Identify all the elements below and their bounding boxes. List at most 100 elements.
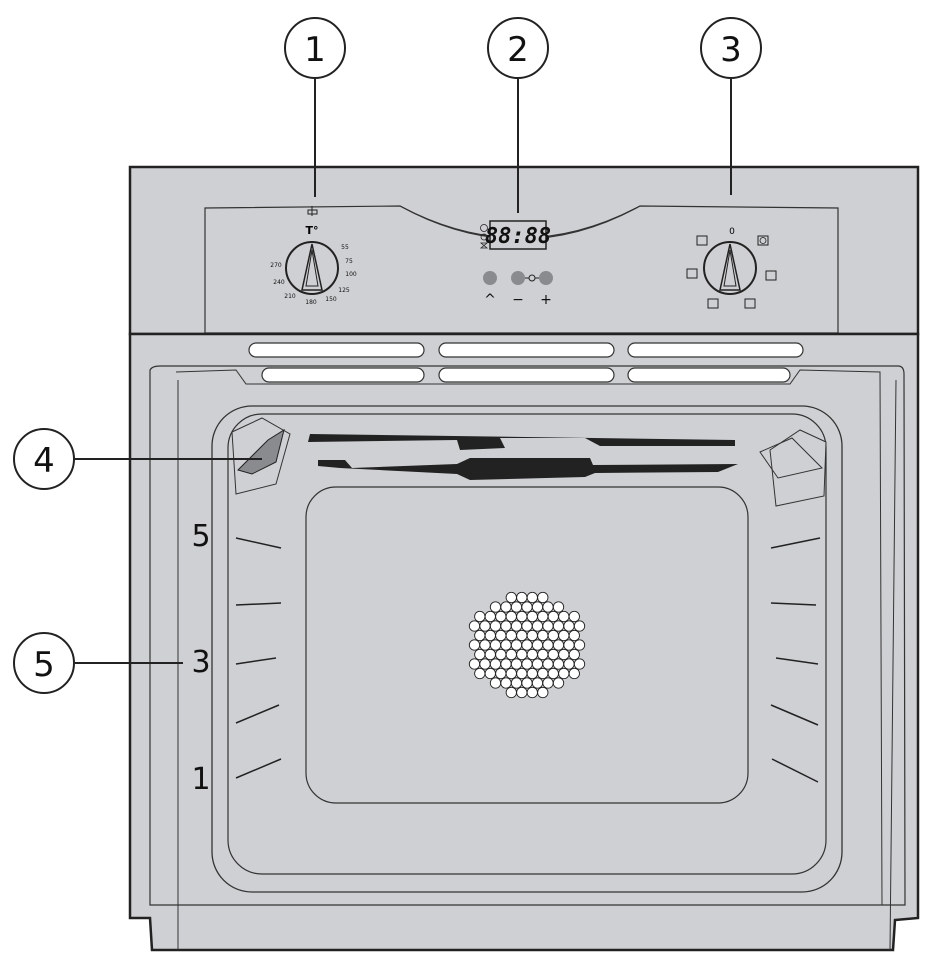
temperature-knob-label: T° [305, 224, 318, 237]
fan-hole [484, 667, 496, 680]
fan-hole [484, 629, 496, 642]
fan-grille [468, 591, 586, 699]
fan-hole [568, 610, 580, 623]
fan-hole [516, 686, 528, 699]
callout-1: 1 [304, 30, 326, 70]
fan-hole [500, 601, 512, 613]
fan-hole [537, 610, 549, 623]
fan-hole [505, 610, 517, 623]
fan-hole [516, 591, 528, 604]
callout-4: 4 [33, 441, 55, 481]
fan-hole [489, 620, 502, 632]
fan-hole [484, 648, 496, 661]
temperature-scale-label: 210 [284, 293, 296, 300]
fan-hole [526, 648, 538, 661]
fan-hole [505, 629, 517, 642]
fan-hole [521, 677, 533, 689]
fan-hole [542, 639, 554, 651]
fan-hole [516, 667, 528, 680]
fan-hole [505, 648, 517, 661]
timer-up-label: ^ [484, 292, 496, 308]
fan-hole [468, 620, 481, 632]
fan-hole [510, 620, 523, 632]
fan-hole [537, 629, 549, 642]
timer-display [489, 220, 547, 250]
fan-hole [531, 620, 544, 632]
fan-hole [526, 591, 538, 604]
fan-hole [542, 620, 554, 632]
fan-hole [558, 667, 570, 680]
fan-hole [510, 639, 523, 651]
oven-lamp [237, 428, 285, 475]
fan-hole [489, 639, 502, 651]
fan-hole [537, 667, 549, 680]
oven-cavity [211, 405, 843, 893]
fan-hole [531, 639, 544, 651]
shelf-label-1: 1 [191, 762, 210, 797]
fan-hole [563, 658, 575, 670]
fan-hole [521, 658, 533, 670]
timer-plus-label: + [540, 292, 552, 308]
fan-hole [552, 639, 565, 651]
grill-element [308, 434, 735, 450]
defrost-icon [707, 298, 719, 309]
timer-button-minus[interactable] [511, 271, 525, 285]
callout-3: 3 [720, 30, 742, 70]
fan-hole [479, 658, 491, 670]
fan-hole [526, 629, 538, 642]
fan-hole [552, 620, 565, 632]
fan-hole [500, 677, 512, 689]
fan-hole [558, 629, 570, 642]
fan-hole [500, 620, 512, 632]
fan-hole [489, 658, 502, 670]
timer-module: 88:88 ^ − + [479, 220, 553, 308]
fan-hole [526, 686, 538, 699]
shelf-label-3: 3 [191, 645, 210, 680]
fan-hole [500, 639, 512, 651]
temperature-scale-label: 180 [305, 299, 317, 306]
fan-hole [552, 677, 565, 689]
fan-hole [479, 620, 491, 632]
fan-hole [542, 677, 554, 689]
fan-hole [505, 667, 517, 680]
fan-hole [537, 648, 549, 661]
fan-hole [474, 629, 486, 642]
timer-display-digits: 88:88 [485, 224, 551, 249]
timer-button-up[interactable] [483, 271, 497, 285]
fan-icon [757, 235, 769, 246]
fan-hole [568, 629, 580, 642]
fan-hole [505, 591, 517, 604]
temperature-scale-label: 55 [341, 244, 349, 251]
fan-hole [495, 667, 507, 680]
fan-hole [489, 677, 502, 689]
fan-hole [516, 629, 528, 642]
fan-hole [537, 591, 549, 604]
fan-hole [537, 686, 549, 699]
fan-hole [495, 629, 507, 642]
callouts [73, 78, 732, 664]
fan-hole [468, 639, 481, 651]
timer-button-plus[interactable] [539, 271, 553, 285]
callout-2: 2 [507, 30, 529, 70]
fan-hole [526, 610, 538, 623]
fan-hole [547, 648, 559, 661]
shelf-label-5: 5 [191, 519, 210, 554]
fan-hole [510, 601, 523, 613]
fan-hole [474, 667, 486, 680]
fan-hole [573, 639, 586, 651]
function-knob-zero-label: 0 [729, 227, 735, 237]
top-bottom-heat-icon [686, 268, 698, 279]
fan-hole [500, 658, 512, 670]
function-knob[interactable]: 0 [686, 227, 777, 309]
hourglass-icon [479, 242, 489, 249]
temperature-scale-label: 150 [325, 296, 337, 303]
lamp-icon [696, 235, 708, 246]
fan-hole [521, 620, 533, 632]
fan-hole [568, 648, 580, 661]
fan-hole [547, 629, 559, 642]
fan-hole [505, 686, 517, 699]
fan-hole [495, 610, 507, 623]
fan-hole [510, 677, 523, 689]
